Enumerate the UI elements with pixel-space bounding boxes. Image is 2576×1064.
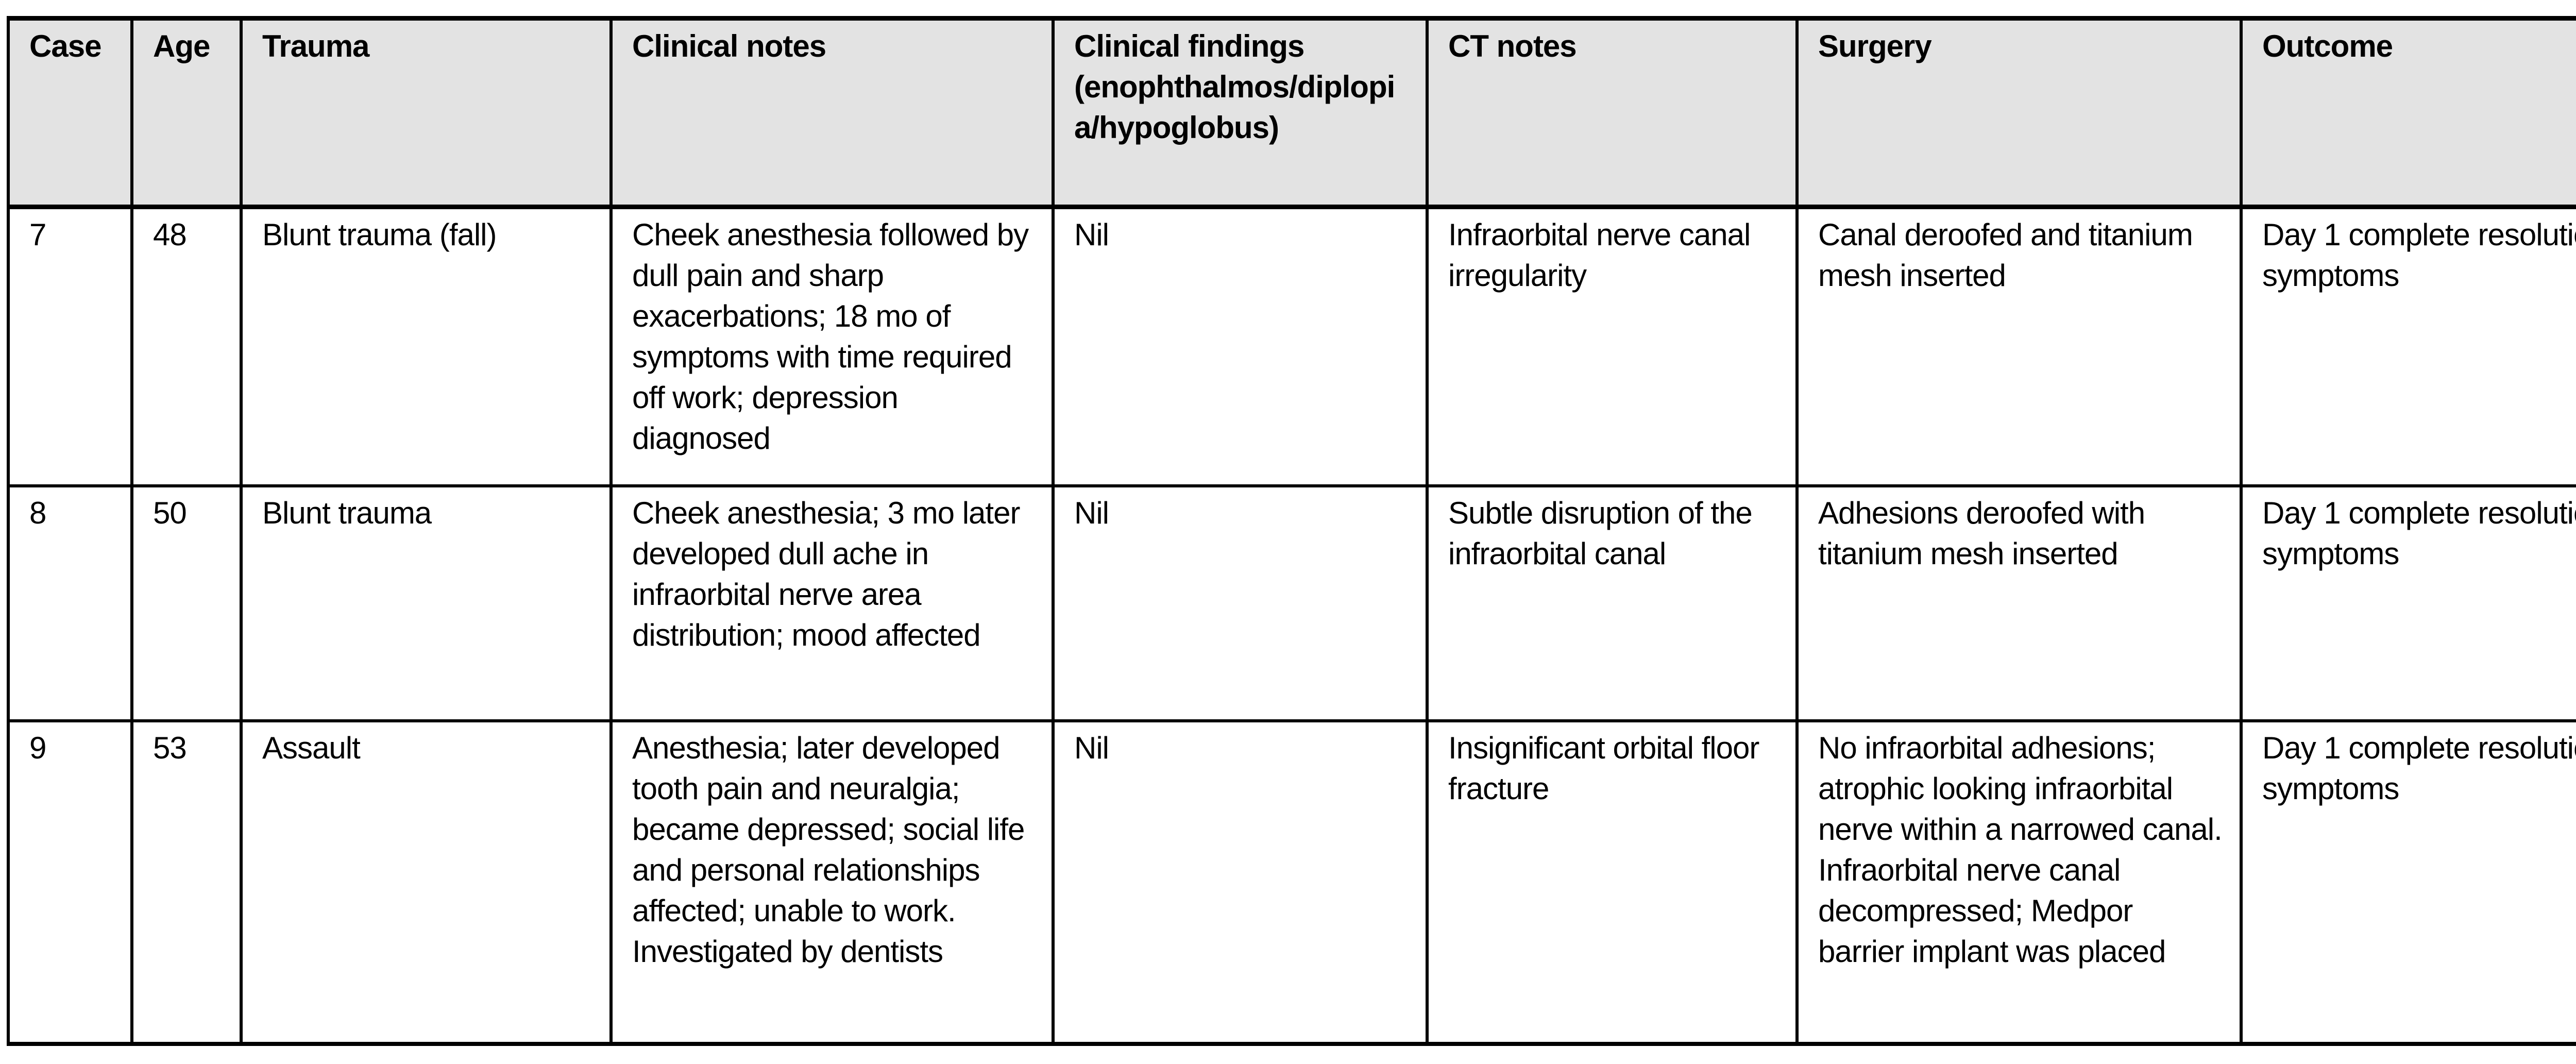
patient-case-table: Case Age Trauma Clinical notes Clinical …: [7, 16, 2576, 1046]
column-header-surgery: Surgery: [1795, 16, 2243, 209]
cell-ct-notes: Infraorbital nerve canal irregularity: [1426, 205, 1799, 487]
cell-age: 50: [130, 484, 243, 722]
cell-ct-notes: Insignificant orbital floor fracture: [1426, 719, 1799, 1046]
cell-age: 48: [130, 205, 243, 487]
column-header-case: Case: [7, 16, 133, 209]
cell-outcome: Day 1 complete resolution of symptoms: [2240, 205, 2576, 487]
cell-surgery: No infraorbital adhesions; atrophic look…: [1795, 719, 2243, 1046]
table-row-case-8: 8 50 Blunt trauma Cheek anesthesia; 3 mo…: [7, 484, 2576, 722]
cell-case: 7: [7, 205, 133, 487]
cell-clinical-findings: Nil: [1052, 484, 1429, 722]
cell-outcome: Day 1 complete resolution of symptoms: [2240, 484, 2576, 722]
table-row-case-7: 7 48 Blunt trauma (fall) Cheek anesthesi…: [7, 205, 2576, 487]
case-series-table-container: Case Age Trauma Clinical notes Clinical …: [7, 16, 2576, 1046]
cell-trauma: Blunt trauma (fall): [240, 205, 613, 487]
column-header-outcome: Outcome: [2240, 16, 2576, 209]
cell-surgery: Adhesions deroofed with titanium mesh in…: [1795, 484, 2243, 722]
cell-case: 9: [7, 719, 133, 1046]
table-row-case-9: 9 53 Assault Anesthesia; later developed…: [7, 719, 2576, 1046]
cell-clinical-notes: Cheek anesthesia; 3 mo later developed d…: [609, 484, 1055, 722]
cell-clinical-notes: Cheek anesthesia followed by dull pain a…: [609, 205, 1055, 487]
column-header-ct-notes: CT notes: [1426, 16, 1799, 209]
cell-trauma: Blunt trauma: [240, 484, 613, 722]
column-header-trauma: Trauma: [240, 16, 613, 209]
column-header-clinical-findings: Clinical findings (enophthalmos/diplopia…: [1052, 16, 1429, 209]
column-header-clinical-notes: Clinical notes: [609, 16, 1055, 209]
cell-outcome: Day 1 complete resolution of symptoms: [2240, 719, 2576, 1046]
cell-age: 53: [130, 719, 243, 1046]
column-header-age: Age: [130, 16, 243, 209]
cell-surgery: Canal deroofed and titanium mesh inserte…: [1795, 205, 2243, 487]
cell-clinical-findings: Nil: [1052, 719, 1429, 1046]
cell-trauma: Assault: [240, 719, 613, 1046]
cell-ct-notes: Subtle disruption of the infraorbital ca…: [1426, 484, 1799, 722]
cell-case: 8: [7, 484, 133, 722]
cell-clinical-findings: Nil: [1052, 205, 1429, 487]
cell-clinical-notes: Anesthesia; later developed tooth pain a…: [609, 719, 1055, 1046]
table-header-row: Case Age Trauma Clinical notes Clinical …: [7, 16, 2576, 209]
